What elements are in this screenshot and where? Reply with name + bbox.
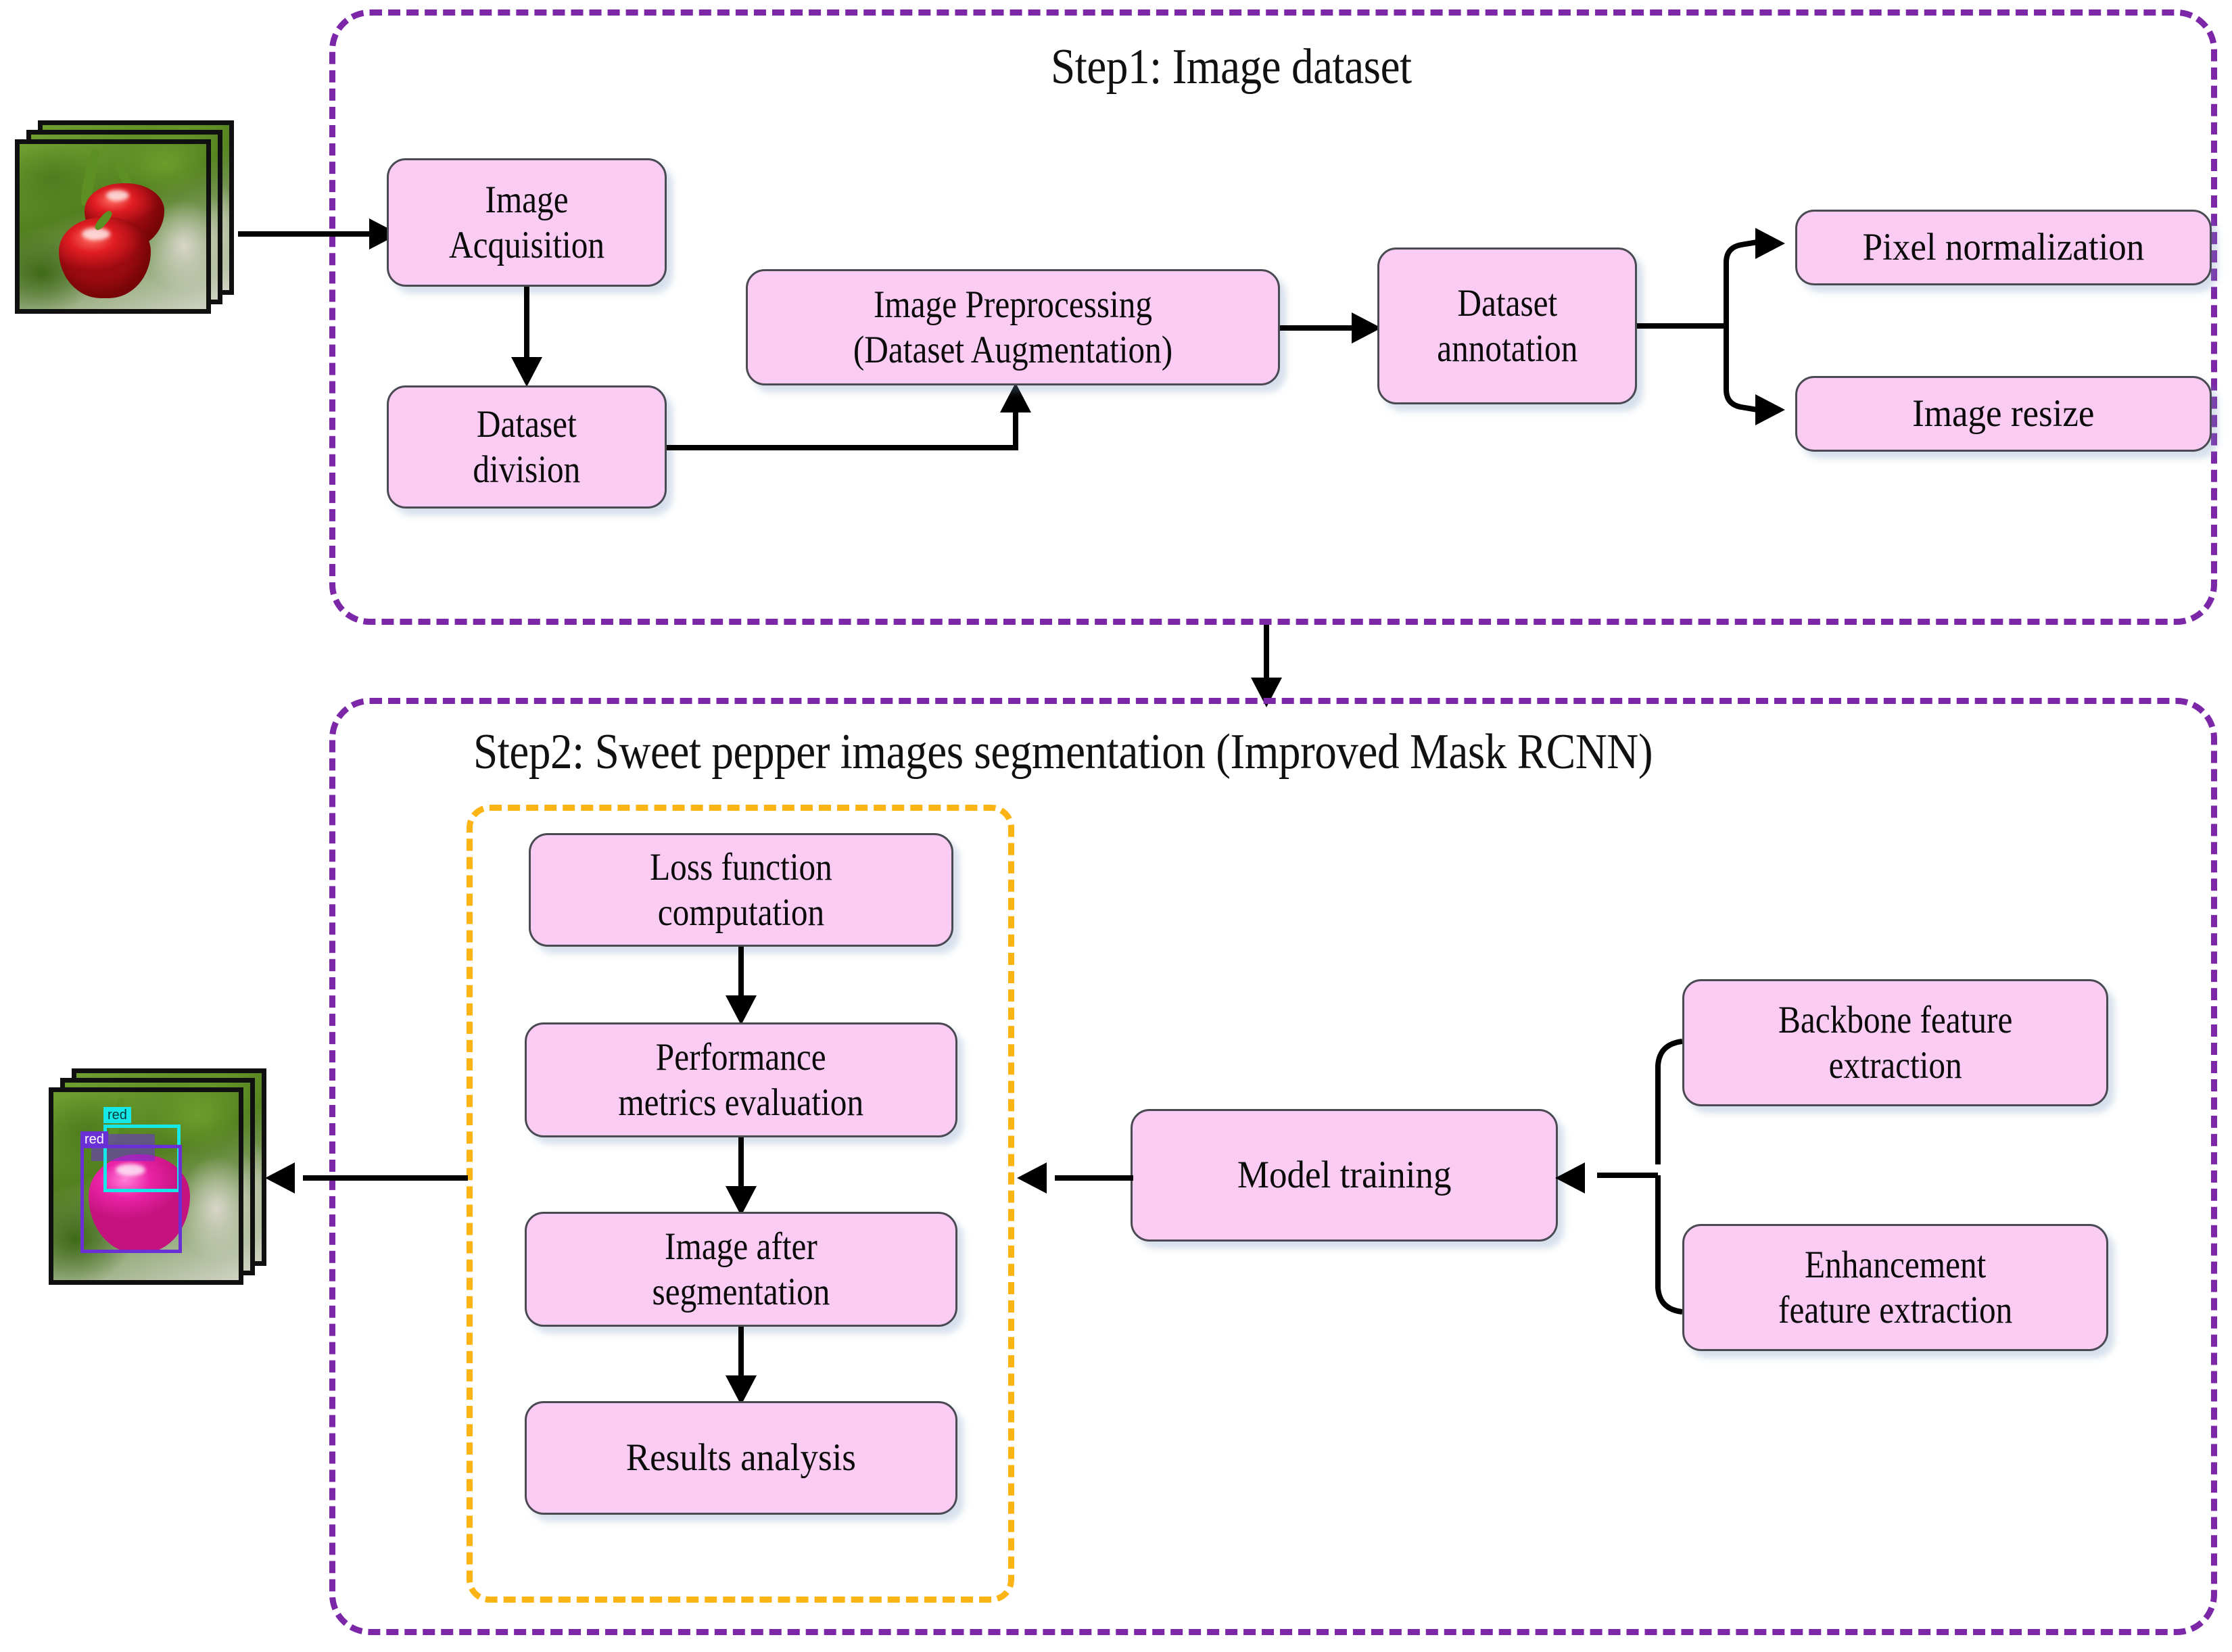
node-image-acquisition-line1: Image xyxy=(485,178,569,221)
node-results-analysis[interactable]: Results analysis xyxy=(525,1401,957,1515)
node-image-preprocessing-line1: Image Preprocessing xyxy=(873,283,1153,326)
arrow-acquisition-to-division-line xyxy=(524,287,529,361)
node-enhancement-feature-extraction[interactable]: Enhancement feature extraction xyxy=(1682,1224,2108,1351)
step2-title: Step2: Sweet pepper images segmentation … xyxy=(473,724,1653,780)
arrow-imageafter-to-results-head xyxy=(726,1375,757,1405)
arrow-photo-to-acquisition-line xyxy=(238,231,372,237)
node-image-preprocessing[interactable]: Image Preprocessing (Dataset Augmentatio… xyxy=(746,269,1280,385)
node-loss-function-line1: Loss function xyxy=(650,845,832,889)
node-dataset-annotation[interactable]: Dataset annotation xyxy=(1377,247,1637,404)
arrow-modeltraining-to-inner-head xyxy=(1017,1162,1047,1194)
node-pixel-normalization-label: Pixel normalization xyxy=(1862,226,2145,269)
node-model-training[interactable]: Model training xyxy=(1131,1109,1558,1242)
arrow-annotation-split xyxy=(1637,239,1758,412)
arrow-loss-to-metrics-line xyxy=(738,947,744,999)
node-performance-metrics-evaluation[interactable]: Performance metrics evaluation xyxy=(525,1022,957,1137)
node-performance-metrics-line1: Performance xyxy=(656,1035,826,1079)
node-image-resize-label: Image resize xyxy=(1912,392,2095,435)
arrow-inner-to-output-head xyxy=(265,1162,295,1194)
arrow-feature-merge-head xyxy=(1555,1162,1585,1194)
arrow-metrics-to-imageafter-line xyxy=(738,1137,744,1190)
node-model-training-label: Model training xyxy=(1237,1154,1452,1197)
arrow-loss-to-metrics-head xyxy=(726,995,757,1025)
step2-container xyxy=(329,698,2217,1635)
arrow-annotation-to-resize-head xyxy=(1755,394,1785,425)
instance-bbox-violet xyxy=(80,1145,182,1253)
instance-label-cyan: red xyxy=(103,1107,131,1123)
node-image-acquisition-line2: Acquisition xyxy=(448,224,605,266)
node-loss-function-computation[interactable]: Loss function computation xyxy=(529,833,953,947)
node-dataset-division[interactable]: Dataset division xyxy=(387,385,667,509)
node-image-preprocessing-line2: (Dataset Augmentation) xyxy=(853,329,1173,371)
node-dataset-division-line2: division xyxy=(473,448,581,491)
step1-container xyxy=(329,9,2217,625)
arrow-acquisition-to-division-head xyxy=(511,357,542,387)
node-enhancement-feature-line1: Enhancement xyxy=(1804,1243,1987,1286)
output-image-stack: red red xyxy=(49,1068,279,1292)
node-dataset-annotation-line1: Dataset xyxy=(1457,281,1557,325)
node-loss-function-line2: computation xyxy=(657,891,825,934)
node-results-analysis-label: Results analysis xyxy=(625,1436,857,1480)
arrow-division-to-preprocess-riser xyxy=(1013,411,1018,448)
arrow-feature-merge xyxy=(1597,1039,1683,1315)
output-photo-sheet-front: red red xyxy=(49,1087,243,1285)
arrow-division-to-preprocess-head xyxy=(1000,383,1031,412)
improved-mask-rcnn-inner-container xyxy=(467,805,1014,1603)
arrow-imageafter-to-results-line xyxy=(738,1327,744,1379)
arrow-annotation-to-pixelnorm-head xyxy=(1755,228,1785,259)
arrow-modeltraining-to-inner-line xyxy=(1055,1175,1133,1181)
node-image-after-segmentation[interactable]: Image after segmentation xyxy=(525,1212,957,1327)
photo-sheet-front xyxy=(15,139,211,314)
node-dataset-division-line1: Dataset xyxy=(477,402,577,446)
node-pixel-normalization[interactable]: Pixel normalization xyxy=(1795,210,2212,285)
node-dataset-annotation-line2: annotation xyxy=(1436,327,1578,370)
node-backbone-feature-line2: extraction xyxy=(1828,1044,1962,1087)
arrow-step1-to-step2-line xyxy=(1264,625,1269,683)
input-image-stack xyxy=(15,120,245,323)
arrow-preprocess-to-annotation-head xyxy=(1352,312,1381,344)
step1-title: Step1: Image dataset xyxy=(1051,39,1412,95)
node-image-after-segmentation-line1: Image after xyxy=(665,1225,817,1268)
node-backbone-feature-extraction[interactable]: Backbone feature extraction xyxy=(1682,979,2108,1106)
node-image-resize[interactable]: Image resize xyxy=(1795,376,2212,452)
node-image-acquisition[interactable]: Image Acquisition xyxy=(387,158,667,287)
node-enhancement-feature-line2: feature extraction xyxy=(1778,1289,2013,1331)
arrow-inner-to-output-line xyxy=(303,1175,468,1181)
arrow-preprocess-to-annotation-line xyxy=(1280,325,1354,331)
arrow-division-to-preprocess-line xyxy=(667,445,1018,450)
node-performance-metrics-line2: metrics evaluation xyxy=(618,1081,864,1124)
instance-label-violet: red xyxy=(80,1131,108,1148)
arrow-metrics-to-imageafter-head xyxy=(726,1186,757,1216)
node-image-after-segmentation-line2: segmentation xyxy=(652,1271,830,1313)
node-backbone-feature-line1: Backbone feature xyxy=(1778,998,2013,1041)
